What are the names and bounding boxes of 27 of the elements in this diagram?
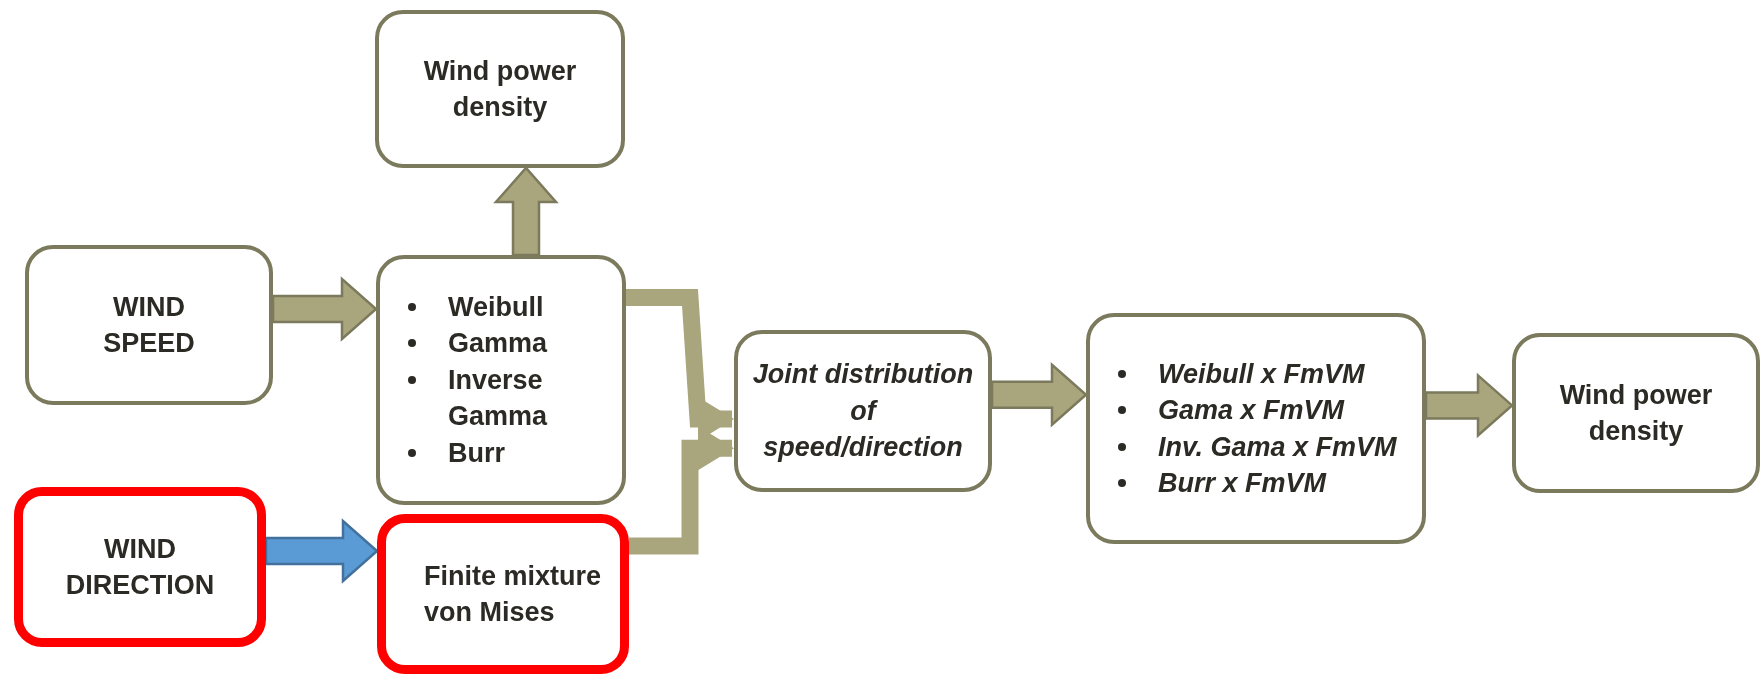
arrow [990, 362, 1088, 428]
list-item: Burr [448, 436, 505, 470]
box-label: Joint distribution of speed/direction [751, 358, 975, 465]
arrow [1424, 372, 1514, 439]
output-box [1512, 333, 1760, 493]
list-item: Inv. Gama x FmVM [1158, 430, 1397, 464]
box-label: Wind power density [1558, 378, 1714, 448]
list-item: Weibull x FmVM [1158, 357, 1365, 391]
box-label: Wind power density [422, 54, 578, 124]
list-item: Gamma [448, 327, 548, 361]
box-label: Finite mixture von Mises [423, 559, 603, 629]
list-item: Weibull [448, 290, 544, 324]
distribution-list-box [376, 255, 626, 505]
box-label: WIND SPEED [102, 290, 196, 360]
distribution-list-box [1086, 313, 1426, 544]
process-box [734, 330, 992, 492]
list-item: Inverse Gamma [448, 363, 549, 434]
input-box [25, 245, 273, 405]
list-item: Gama x FmVM [1158, 394, 1345, 428]
arrow [264, 518, 379, 584]
input-box [14, 487, 266, 647]
arrow [493, 166, 559, 257]
list-item: Burr x FmVM [1158, 466, 1327, 500]
distribution-box [377, 514, 629, 674]
arrow [271, 276, 378, 342]
box-label: WIND DIRECTION [64, 532, 216, 602]
output-box [375, 10, 625, 168]
